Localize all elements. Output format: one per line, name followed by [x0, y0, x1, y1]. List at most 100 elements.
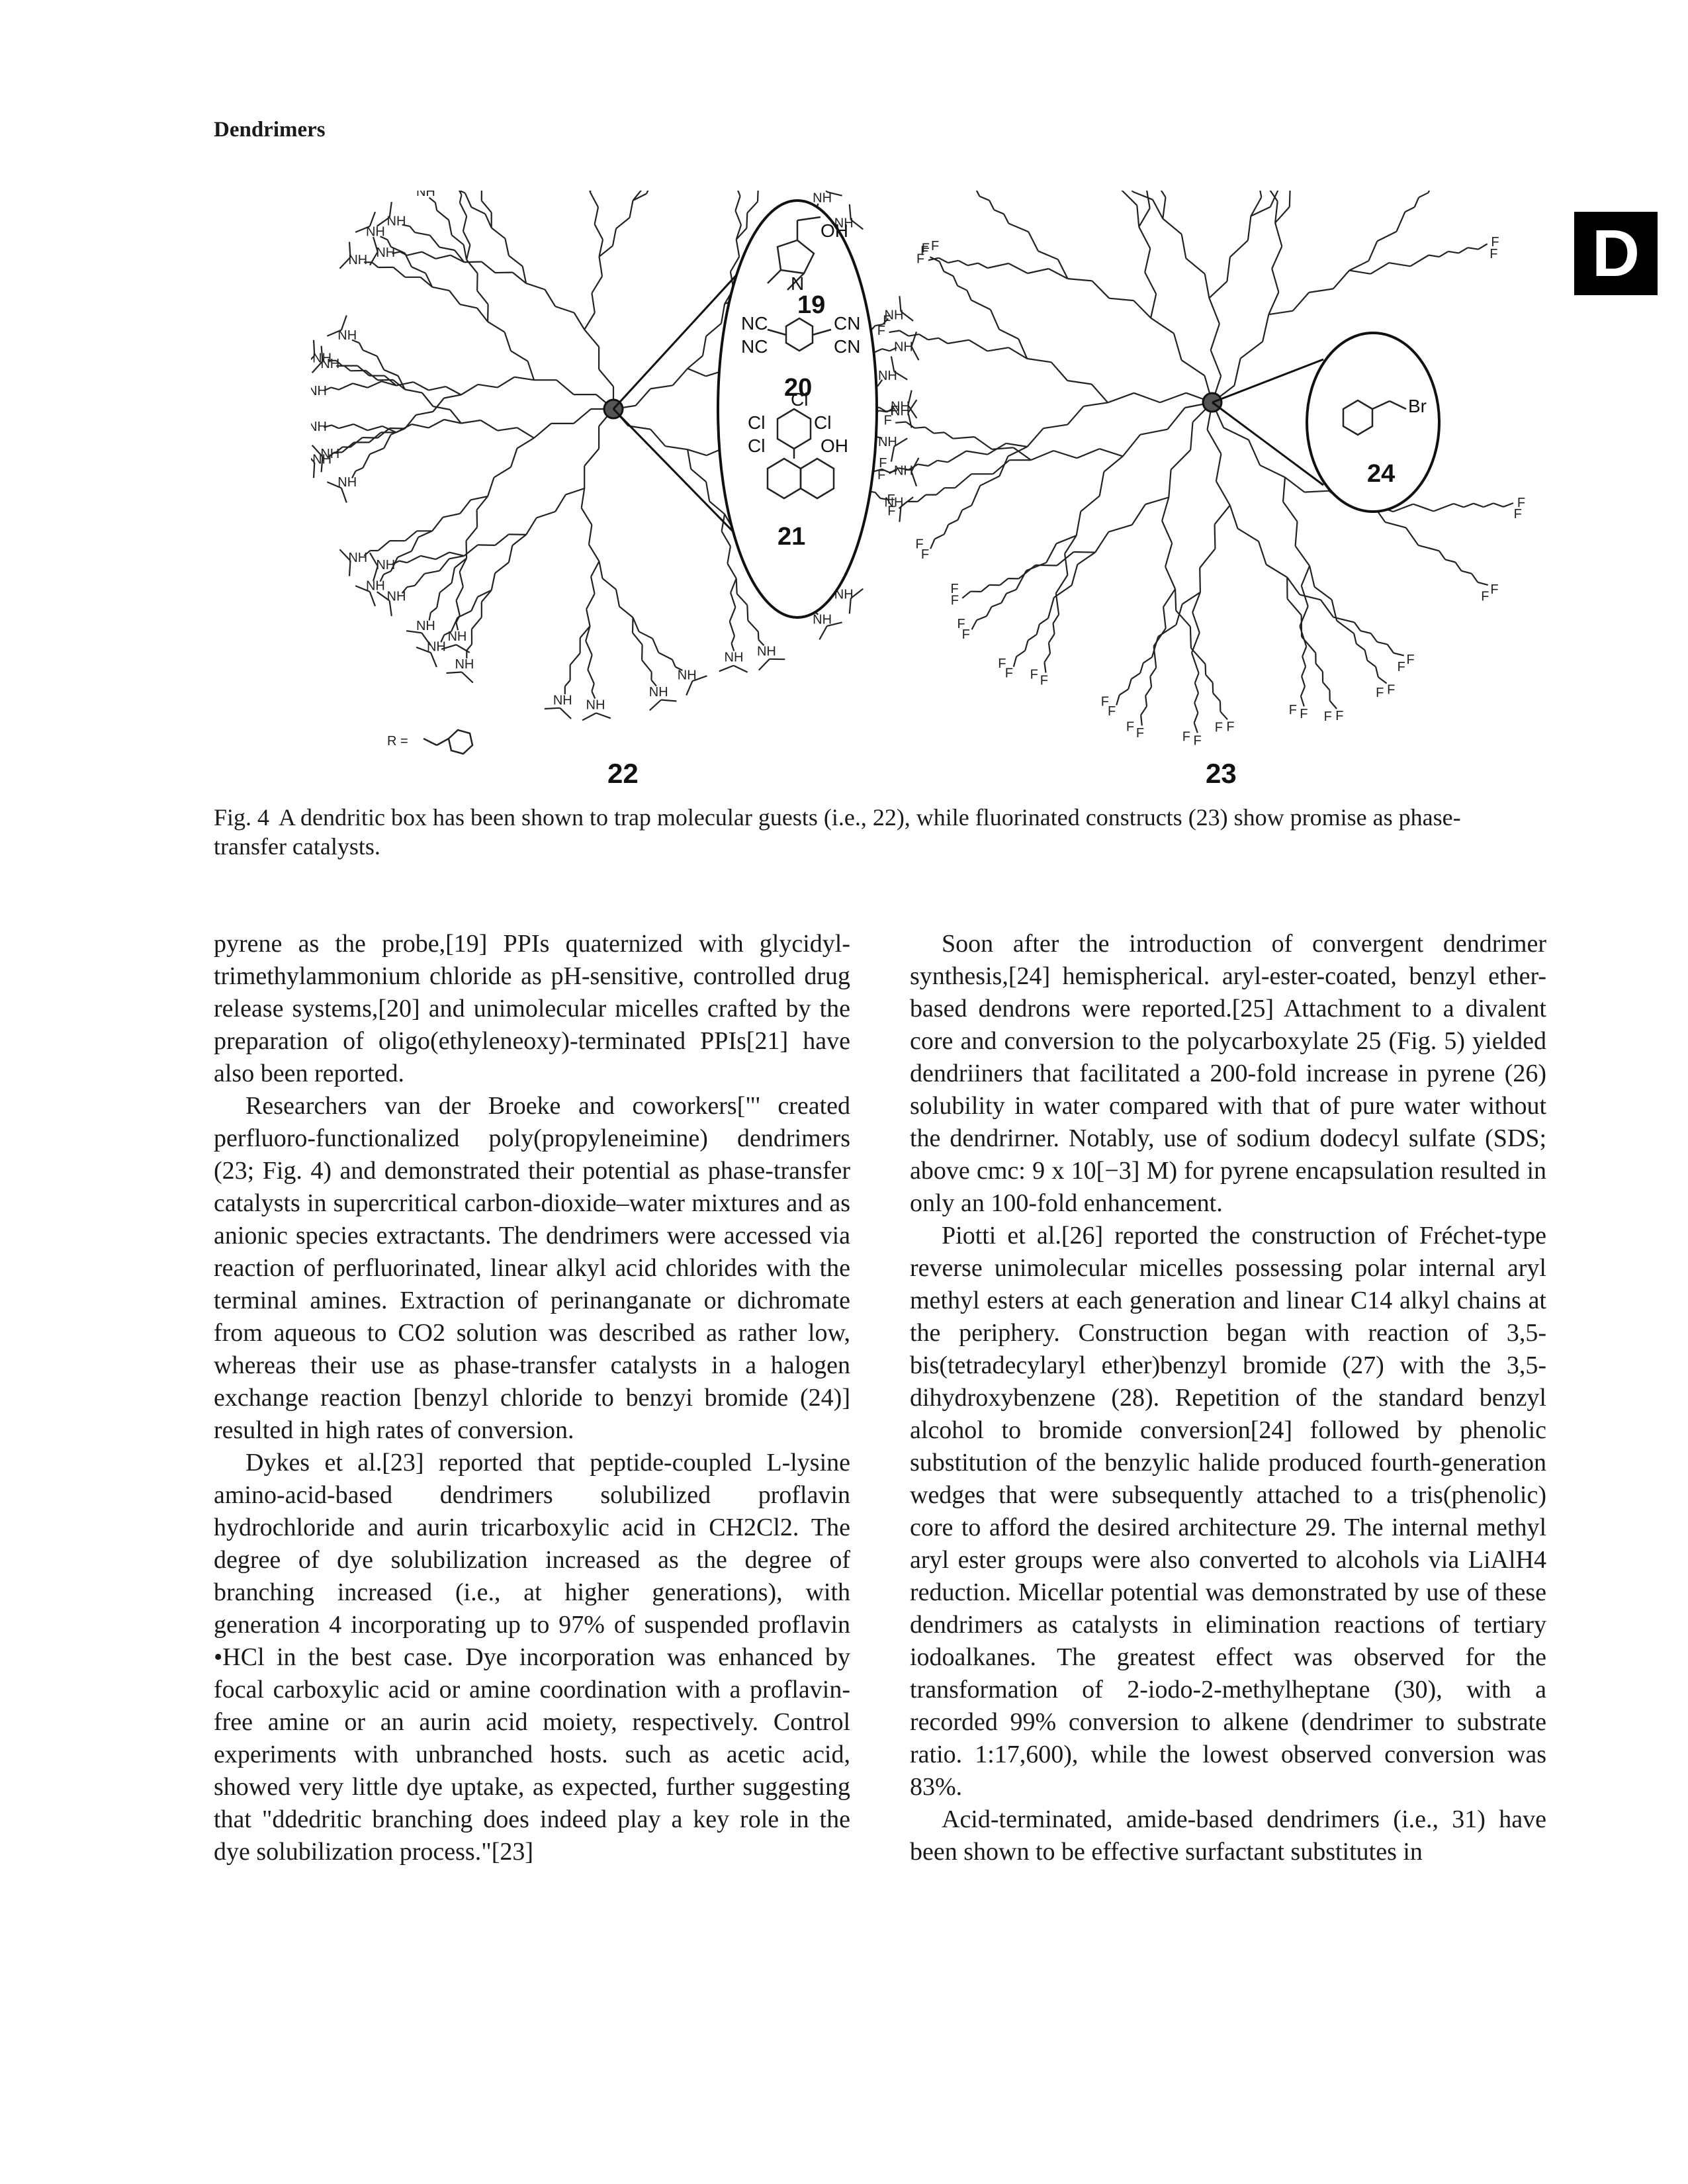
bond-line: [1056, 551, 1075, 567]
atom-label: F: [957, 617, 965, 631]
bond-line: [1294, 522, 1298, 547]
bond-line: [701, 336, 707, 356]
bond-line: [451, 567, 456, 584]
bond-line: [1388, 262, 1411, 267]
bond-line: [480, 200, 492, 213]
bond-line: [461, 383, 478, 396]
bond-line: [1299, 606, 1309, 627]
bond-line: [428, 419, 445, 429]
bond-line: [1493, 502, 1504, 508]
atom-label: F: [1030, 667, 1038, 682]
bond-line: [1143, 657, 1153, 664]
bond-line: [1206, 429, 1222, 455]
bond-line: [1370, 633, 1378, 643]
atom-label: F: [1289, 703, 1297, 717]
bond-line: [461, 671, 474, 684]
bond-line: [905, 421, 915, 429]
atom-label: NH: [337, 328, 357, 343]
bond-line: [421, 632, 431, 646]
atom-label: NH: [427, 640, 446, 655]
atom-label: NH: [337, 475, 357, 490]
bond-line: [1313, 586, 1333, 600]
bond-line: [1116, 694, 1120, 705]
bond-line: [369, 591, 377, 607]
atom-label: F: [1193, 733, 1201, 748]
bond-line: [652, 638, 660, 653]
bond-line: [459, 558, 468, 572]
bond-line: [977, 262, 988, 269]
inset-21-cl-top: Cl: [791, 389, 808, 410]
atom-label: NH: [649, 685, 668, 700]
bond-line: [1027, 633, 1038, 641]
atom-label: F: [1514, 507, 1522, 522]
bond-line: [381, 381, 397, 387]
bond-line: [590, 561, 600, 577]
bond-line: [324, 387, 332, 392]
bond-line: [424, 570, 440, 574]
bond-line: [590, 576, 596, 594]
bond-line: [598, 245, 613, 257]
bond-line: [882, 318, 889, 325]
bond-line: [384, 375, 397, 387]
bond-line: [586, 593, 596, 610]
bond-line: [1448, 250, 1459, 254]
bond-line: [1026, 428, 1044, 447]
bond-line: [339, 257, 351, 269]
bond-line: [1294, 545, 1310, 567]
bond-line: [938, 337, 948, 344]
atom-label: NH: [366, 224, 385, 239]
bond-line: [1336, 619, 1355, 635]
bond-line: [877, 379, 883, 387]
bond-line: [1047, 633, 1055, 643]
bond-line: [435, 254, 451, 259]
bond-line: [369, 447, 384, 455]
bond-line: [431, 516, 444, 531]
atom-label: NH: [447, 629, 466, 644]
bond-line: [383, 434, 392, 449]
bond-line: [1237, 527, 1259, 542]
bond-line: [1083, 402, 1108, 407]
bond-line: [454, 557, 467, 569]
bond-line: [1429, 254, 1440, 258]
bond-line: [1208, 281, 1228, 299]
bond-line: [428, 197, 436, 203]
right-paragraph-3: Acid-terminated, amide-based dendrimers …: [910, 1805, 1546, 1866]
bond-line: [1121, 191, 1138, 206]
bond-line: [338, 383, 353, 390]
bond-line: [1138, 226, 1151, 250]
right-paragraph-1: Soon after the introduction of convergen…: [910, 930, 1546, 1217]
section-tab: D: [1574, 212, 1658, 295]
bond-line: [1215, 480, 1231, 506]
bond-line: [1300, 594, 1321, 601]
bond-line: [1223, 427, 1249, 441]
atom-label: F: [920, 244, 928, 259]
bond-line: [1008, 263, 1028, 274]
bond-line: [686, 680, 693, 696]
bond-line: [911, 471, 918, 486]
bond-line: [470, 206, 486, 215]
bond-line: [1003, 213, 1010, 224]
bond-line: [1064, 553, 1069, 576]
bond-line: [968, 339, 988, 352]
bond-line: [402, 224, 410, 227]
bond-line: [1145, 686, 1153, 696]
bond-line: [615, 589, 621, 607]
bond-line: [1133, 300, 1151, 319]
bond-line: [947, 450, 967, 463]
bond-line: [462, 230, 471, 246]
bond-line: [1160, 191, 1167, 198]
bond-line: [464, 193, 472, 208]
bond-line: [351, 471, 357, 478]
bond-line: [1444, 559, 1456, 563]
bond-line: [1266, 564, 1288, 578]
bond-line: [1144, 271, 1157, 295]
callout-line-23-bottom: [1212, 401, 1324, 486]
bond-line: [1027, 267, 1049, 275]
atom-label: NH: [553, 693, 572, 707]
bond-line: [986, 606, 993, 617]
bond-line: [480, 420, 498, 432]
bond-line: [390, 428, 406, 435]
bond-line: [439, 558, 450, 572]
bond-line: [746, 201, 758, 214]
atom-label: F: [1215, 721, 1223, 735]
